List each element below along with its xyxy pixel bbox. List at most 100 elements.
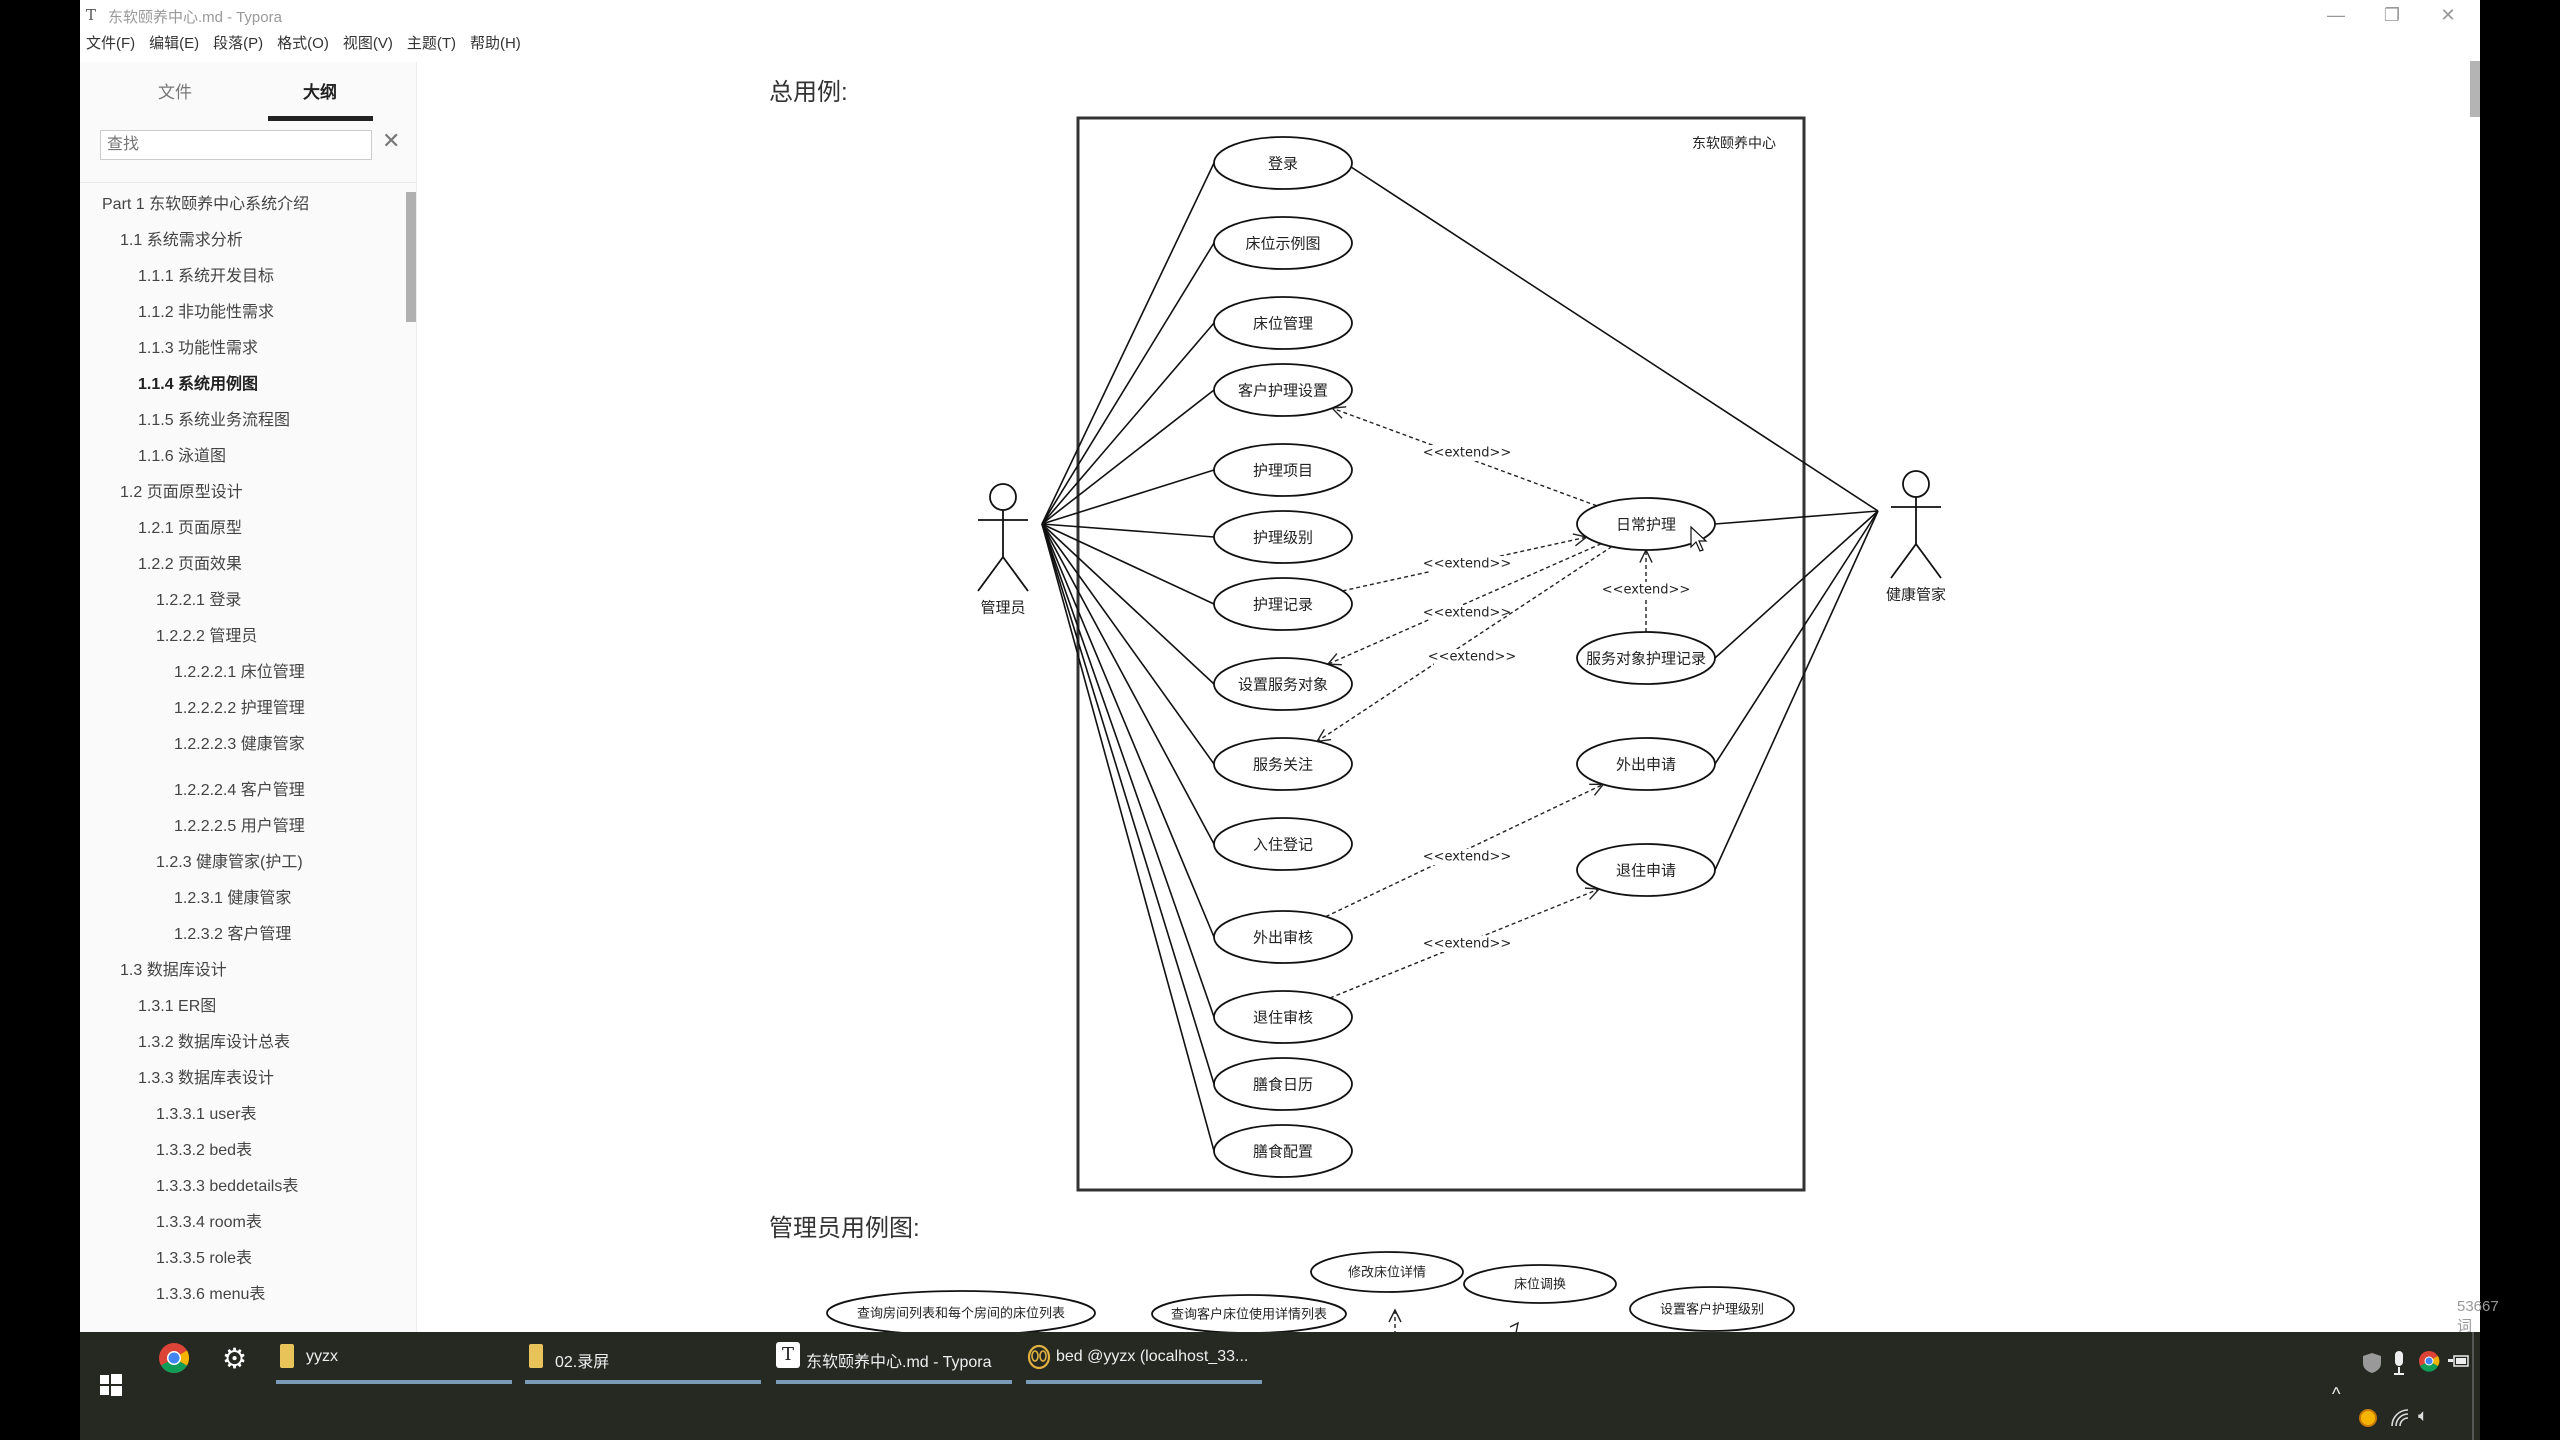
outline-search-input[interactable] (100, 130, 372, 160)
volume-icon[interactable]: 🔈︎ (2418, 1406, 2429, 1425)
outline-item[interactable]: 1.2.2.2.4 客户管理 (174, 782, 305, 799)
use-case-ellipse[interactable] (1576, 843, 1716, 897)
outline-item[interactable]: 1.1.6 泳道图 (138, 448, 227, 465)
use-case-ellipse[interactable] (1576, 631, 1716, 685)
use-case-ellipse[interactable] (1213, 510, 1353, 564)
use-case-ellipse[interactable] (1213, 1124, 1353, 1178)
outline-item[interactable]: 1.2.3.1 健康管家 (174, 890, 292, 907)
menu-help[interactable]: 帮助(H) (469, 35, 521, 52)
close-button[interactable]: ✕ (2426, 2, 2470, 28)
use-case-ellipse[interactable] (1213, 657, 1353, 711)
outline-item[interactable]: 1.1 系统需求分析 (120, 232, 243, 249)
outline-item[interactable]: 1.3.3 数据库表设计 (138, 1070, 275, 1087)
outline-item[interactable]: 1.2.3.2 客户管理 (174, 926, 292, 943)
outline-item[interactable]: 1.3.2 数据库设计总表 (138, 1034, 291, 1051)
outline-item[interactable]: 1.3.3.4 room表 (156, 1214, 262, 1231)
tray-chrome-icon[interactable] (2418, 1350, 2440, 1372)
menu-paragraph[interactable]: 段落(P) (213, 35, 264, 52)
use-case-ellipse[interactable] (1310, 1251, 1464, 1293)
outline-item[interactable]: 1.2 页面原型设计 (120, 484, 243, 501)
restore-button[interactable]: ❐ (2370, 2, 2414, 28)
tab-files[interactable]: 文件 (158, 83, 192, 102)
menu-view[interactable]: 视图(V) (342, 35, 393, 52)
outline-item[interactable]: 1.3.1 ER图 (138, 998, 217, 1015)
use-case-label: 查询客户床位使用详情列表 (1171, 1307, 1327, 1323)
taskbar-item[interactable]: 02.录屏 (525, 1332, 761, 1388)
microphone-icon[interactable] (2392, 1350, 2406, 1376)
actor-admin-head (989, 483, 1017, 511)
show-desktop-button[interactable] (2472, 1332, 2474, 1440)
outline-item[interactable]: 1.3.3.2 bed表 (156, 1142, 253, 1159)
close-icon: ✕ (2440, 5, 2456, 25)
search-clear-icon[interactable]: ✕ (382, 128, 401, 153)
show-hidden-icons-button[interactable]: ^ (2332, 1384, 2341, 1404)
use-case-ellipse[interactable] (1213, 577, 1353, 631)
editor-scrollbar[interactable] (2470, 61, 2480, 117)
actor-caretaker-leg (1915, 543, 1942, 579)
outline-item[interactable]: 1.3.3.3 beddetails表 (156, 1178, 299, 1195)
extend-label-bg (1608, 582, 1684, 598)
outline-item[interactable]: 1.2.2.2.2 护理管理 (174, 700, 305, 717)
outline-item[interactable]: 1.2.2.2 管理员 (156, 628, 258, 645)
use-case-ellipse[interactable] (1213, 296, 1353, 350)
tray-app-icon[interactable] (2358, 1408, 2378, 1428)
menu-theme[interactable]: 主题(T) (406, 35, 456, 52)
taskbar-item-label: bed @yyzx (localhost_33... (1056, 1348, 1249, 1365)
outline-item[interactable]: 1.2.1 页面原型 (138, 520, 243, 537)
menu-format[interactable]: 格式(O) (277, 35, 329, 52)
outline-item[interactable]: 1.2.2.1 登录 (156, 592, 242, 609)
minimize-button[interactable]: — (2314, 2, 2358, 28)
use-case-label: 入住登记 (1253, 836, 1313, 854)
use-case-label: 膳食配置 (1253, 1143, 1313, 1161)
outline-item[interactable]: 1.2.2 页面效果 (138, 556, 243, 573)
use-case-ellipse[interactable] (1213, 737, 1353, 791)
use-case-ellipse[interactable] (1213, 216, 1353, 270)
use-case-ellipse[interactable] (1213, 1057, 1353, 1111)
outline-item[interactable]: 1.2.2.2.1 床位管理 (174, 664, 305, 681)
use-case-ellipse[interactable] (1629, 1286, 1795, 1332)
outline-item[interactable]: 1.3 数据库设计 (120, 962, 227, 979)
use-case-ellipse[interactable] (1213, 990, 1353, 1044)
windows-start-icon[interactable] (100, 1374, 122, 1396)
chrome-icon[interactable] (158, 1342, 190, 1374)
navicat-icon (1027, 1344, 1051, 1370)
use-case-label: 膳食日历 (1253, 1076, 1313, 1094)
typora-icon: T (776, 1342, 800, 1368)
use-case-ellipse[interactable] (1576, 497, 1716, 551)
association-line (1041, 523, 1215, 538)
outline-item[interactable]: 1.2.2.2.5 用户管理 (174, 818, 305, 835)
sidebar-scrollbar[interactable] (406, 192, 416, 322)
use-case-ellipse[interactable] (1463, 1264, 1617, 1304)
use-case-label: 设置服务对象 (1238, 676, 1328, 694)
outline-item[interactable]: 1.1.2 非功能性需求 (138, 304, 275, 321)
outline-item[interactable]: 1.2.3 健康管家(护工) (156, 854, 303, 871)
use-case-ellipse[interactable] (1213, 817, 1353, 871)
settings-icon[interactable]: ⚙ (222, 1343, 248, 1374)
menu-file[interactable]: 文件(F) (86, 35, 136, 52)
tab-outline[interactable]: 大纲 (303, 83, 337, 102)
taskbar-item[interactable]: bed @yyzx (localhost_33... (1026, 1332, 1262, 1388)
outline-item[interactable]: 1.1.4 系统用例图 (138, 376, 259, 393)
outline-item[interactable]: Part 1 东软颐养中心系统介绍 (102, 196, 310, 213)
actor-admin-leg (977, 556, 1004, 592)
security-icon[interactable] (2362, 1352, 2382, 1374)
use-case-ellipse[interactable] (1576, 737, 1716, 791)
menu-edit[interactable]: 编辑(E) (149, 35, 200, 52)
outline-item[interactable]: 1.3.3.1 user表 (156, 1106, 257, 1123)
taskbar-item[interactable]: yyzx (276, 1332, 512, 1388)
battery-icon[interactable] (2448, 1354, 2470, 1368)
screen: T 东软颐养中心.md - Typora — ❐ ✕ 文件(F) 编辑(E) 段… (80, 0, 2499, 1440)
outline-item[interactable]: 1.3.3.5 role表 (156, 1250, 253, 1267)
wifi-icon[interactable] (2390, 1408, 2410, 1428)
use-case-ellipse[interactable] (1213, 136, 1353, 190)
use-case-label: 登录 (1268, 155, 1298, 173)
use-case-ellipse[interactable] (1213, 443, 1353, 497)
outline-item[interactable]: 1.1.3 功能性需求 (138, 340, 259, 357)
outline-item[interactable]: 1.1.5 系统业务流程图 (138, 412, 291, 429)
use-case-ellipse[interactable] (1213, 910, 1353, 964)
outline-item[interactable]: 1.1.1 系统开发目标 (138, 268, 275, 285)
outline-item[interactable]: 1.3.3.6 menu表 (156, 1286, 266, 1303)
use-case-ellipse[interactable] (1213, 363, 1353, 417)
outline-item[interactable]: 1.2.2.2.3 健康管家 (174, 736, 305, 753)
